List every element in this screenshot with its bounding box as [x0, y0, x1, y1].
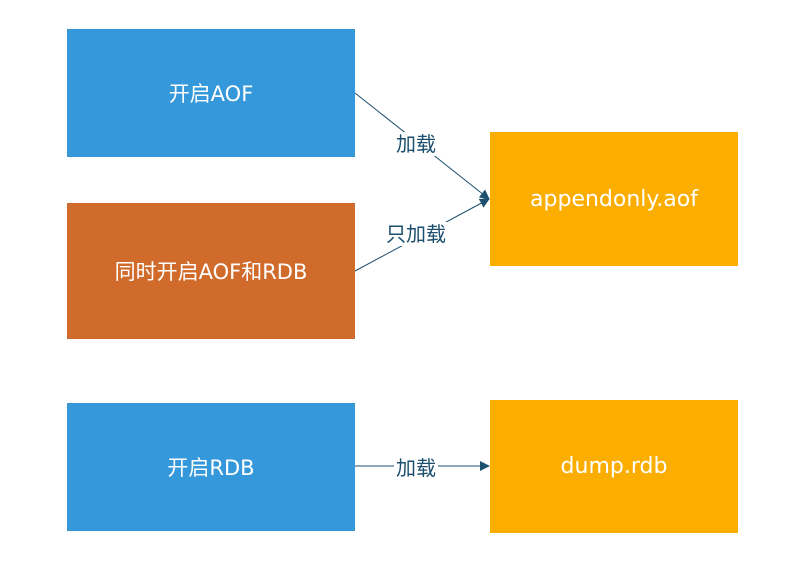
node-enable-rdb-label: 开启RDB — [167, 456, 255, 480]
node-dump-rdb: dump.rdb — [490, 400, 738, 533]
edge-label-only-load: 只加载 — [384, 222, 448, 246]
node-enable-rdb: 开启RDB — [67, 403, 355, 531]
node-appendonly-aof-label: appendonly.aof — [530, 186, 698, 212]
node-dump-rdb-label: dump.rdb — [560, 454, 668, 479]
node-enable-aof-and-rdb-label: 同时开启AOF和RDB — [114, 260, 308, 284]
node-appendonly-aof: appendonly.aof — [490, 132, 738, 266]
edge-label-load-aof: 加载 — [394, 132, 438, 156]
node-enable-aof-and-rdb: 同时开启AOF和RDB — [67, 203, 355, 339]
node-enable-aof-label: 开启AOF — [168, 82, 254, 106]
edge-label-load-rdb: 加载 — [394, 456, 438, 480]
node-enable-aof: 开启AOF — [67, 29, 355, 157]
